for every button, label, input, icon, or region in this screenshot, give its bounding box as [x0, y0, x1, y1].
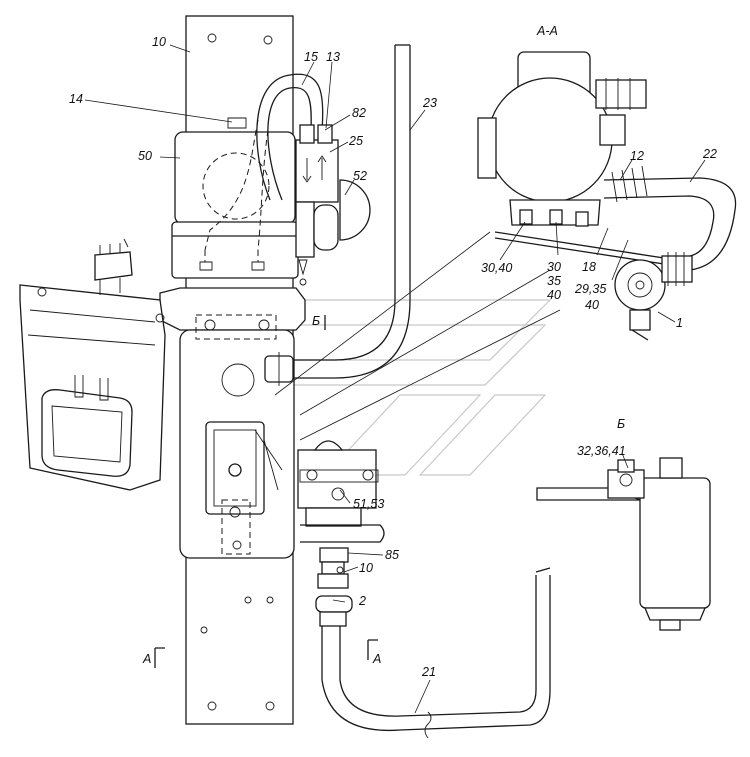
callout-22: 22	[702, 147, 717, 161]
fuel-lines-top	[204, 73, 324, 251]
lower-filter-body	[159, 287, 306, 559]
section-marks	[154, 315, 378, 668]
water-separator	[297, 440, 385, 543]
callout-10-lower: 10	[359, 561, 373, 575]
callout-10-top: 10	[152, 35, 166, 49]
callout-30-40: 30,40	[481, 261, 512, 275]
callout-13: 13	[326, 50, 340, 64]
callout-1: 1	[676, 316, 683, 330]
section-aa-view	[477, 51, 737, 341]
section-b-title: Б	[617, 417, 625, 431]
callout-21: 21	[421, 665, 436, 679]
callout-52: 52	[353, 169, 367, 183]
return-tube-21	[321, 567, 551, 739]
callout-35: 35	[547, 274, 561, 288]
callout-29-35: 29,35	[574, 282, 606, 296]
callout-18: 18	[582, 260, 596, 274]
callout-15: 15	[304, 50, 318, 64]
callout-40: 40	[547, 288, 561, 302]
callout-14: 14	[69, 92, 83, 106]
callout-51-53: 51,53	[353, 497, 384, 511]
callout-25: 25	[348, 134, 363, 148]
section-b-view	[536, 457, 711, 631]
lower-fittings	[315, 547, 353, 627]
callout-12: 12	[630, 149, 644, 163]
section-mark-b: Б	[312, 314, 320, 328]
battery-box	[19, 238, 166, 491]
callout-30: 30	[547, 260, 561, 274]
callout-82: 82	[352, 106, 366, 120]
callout-2: 2	[358, 594, 366, 608]
fuel-tube-23	[264, 44, 411, 386]
section-mark-a-left: А	[142, 652, 151, 666]
callout-40b: 40	[585, 298, 599, 312]
callout-32-36-41: 32,36,41	[577, 444, 626, 458]
section-mark-a-right: А	[372, 652, 381, 666]
callout-50: 50	[138, 149, 152, 163]
upper-filter-housing	[171, 131, 299, 279]
callout-85: 85	[385, 548, 399, 562]
callout-23: 23	[422, 96, 437, 110]
leader-lines	[84, 44, 706, 714]
section-aa-title: А-А	[536, 24, 558, 38]
valve-block	[295, 124, 371, 286]
